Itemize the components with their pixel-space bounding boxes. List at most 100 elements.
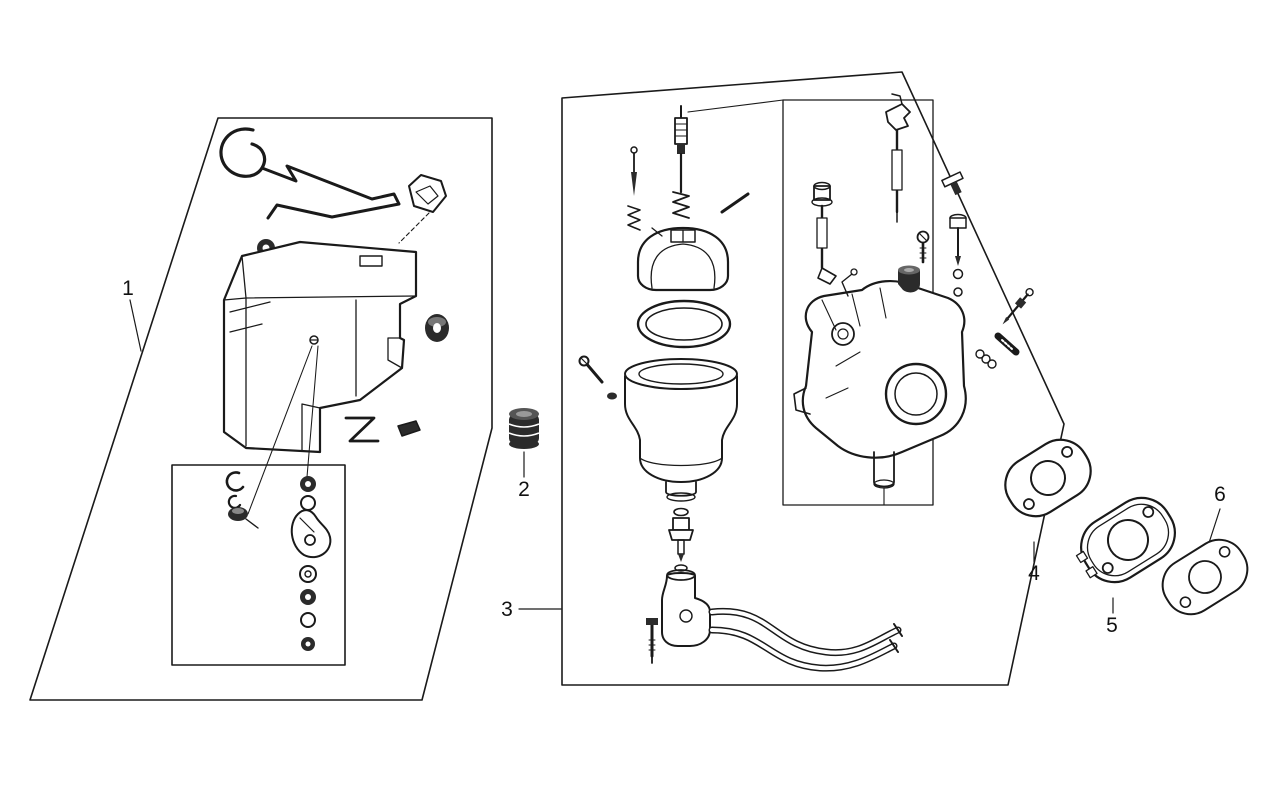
throttle-shaft [885, 93, 911, 223]
linkage-subassembly [225, 471, 332, 651]
insulator-5 [1075, 496, 1176, 584]
float-outline [636, 226, 730, 292]
carb-bore-inner [894, 372, 938, 416]
fuel-tubes [708, 607, 903, 672]
housing-to-stack-line [306, 345, 319, 478]
bowl-foot-rim [666, 492, 696, 502]
part-1-air-cleaner-group [219, 127, 449, 651]
needle-body [674, 117, 688, 145]
needle-to-box-connector-line [687, 99, 784, 113]
fuel-joint-assembly [646, 569, 711, 664]
carb-body-ribs [821, 287, 887, 399]
grommet-top [428, 317, 446, 327]
screw-shaft [583, 360, 604, 384]
spring-coil-3 [987, 359, 997, 369]
hook-wire-arm [260, 164, 401, 220]
jet-needle-shaft [1006, 293, 1029, 320]
part-label-1: 1 [122, 277, 134, 300]
part-3-carburetor-center-column [578, 105, 903, 672]
gasket-6-outline [1161, 538, 1249, 616]
fuel-tube-upper-core [710, 609, 900, 655]
float-hinge-lines [651, 227, 684, 243]
part-label-4: 4 [1028, 562, 1040, 585]
t-fitting [941, 171, 964, 196]
carb-bottom-stub [873, 451, 895, 488]
bushing-ridges [508, 423, 540, 437]
c-clip-small [227, 494, 242, 509]
insulator-5-center-hole [1107, 519, 1149, 561]
air-cleaner-housing [222, 240, 418, 515]
part-3-carburetor-body-group [793, 93, 1034, 506]
insulator-5-bolt-hole-right [1142, 506, 1155, 518]
gasket-6-bolt-hole-left [1179, 596, 1192, 609]
lever-detail-line [299, 517, 315, 533]
slow-jet-ridges [1001, 339, 1013, 350]
washer-ring-2 [299, 565, 317, 583]
oring-inner [645, 307, 723, 341]
small-washer-upper [952, 268, 964, 280]
screw-slot [580, 357, 588, 365]
t-fitting-stem [950, 181, 962, 196]
jet-cap [672, 517, 690, 531]
slow-jet [994, 332, 1020, 356]
choke-plate [816, 217, 828, 249]
elbow-bore [904, 268, 914, 272]
float [636, 226, 730, 292]
bushing-bore [516, 411, 532, 417]
choke-lever-cam [290, 509, 332, 559]
carb-top-link-eye [850, 268, 858, 276]
needle-ribs [674, 123, 688, 137]
jet-needle-collar [1014, 297, 1027, 309]
washer-dark-2-hole [305, 594, 311, 600]
float-pivot-pin [720, 192, 750, 214]
carb-bore-outer [884, 362, 948, 426]
bowl-gasket-oring [636, 299, 732, 349]
choke-shaft [811, 181, 837, 285]
elbow-fitting [898, 265, 920, 293]
choke-shaft-cap-top [813, 181, 831, 191]
carb-top-link [841, 273, 853, 297]
pilot-needle-assembly [627, 146, 641, 231]
spring-coil-1 [975, 349, 985, 359]
screw-washer [607, 392, 617, 400]
spring-coil-2 [981, 354, 991, 364]
gasket-4-center-hole [1030, 460, 1066, 496]
jet-needle [1002, 288, 1034, 325]
bushing-body [509, 414, 539, 444]
gasket-6-bolt-hole-right [1218, 545, 1231, 558]
main-needle-assembly [672, 105, 690, 219]
elbow-body [898, 270, 920, 293]
small-clamp-clip [397, 420, 421, 437]
lever-pivot-hole [304, 534, 316, 546]
fuel-tube-end-cuts [889, 623, 903, 653]
leader-line-1 [129, 299, 142, 352]
pilot-needle-spring [627, 205, 641, 231]
jet-oring-2 [674, 564, 688, 572]
bowl-foot [665, 481, 697, 497]
grommet-hole [433, 323, 441, 333]
part-number-labels: 1 2 3 4 5 6 [122, 277, 1226, 637]
gasket-stack-group [1004, 438, 1249, 616]
insulator-5-tab-upper [1075, 550, 1089, 564]
choke-lever [817, 267, 837, 285]
float-inner-curves [650, 243, 716, 289]
small-spring [975, 349, 997, 369]
c-clip-large [225, 471, 245, 492]
joint-bolt-threads [648, 639, 656, 651]
hook-wire-loop [219, 127, 267, 178]
fuel-tube-lower-core [710, 628, 896, 671]
gasket-4-outline [1004, 438, 1092, 518]
z-wire-clip [344, 416, 380, 443]
washer-ring-3 [300, 612, 316, 628]
insulator-5-bolt-hole-left [1101, 562, 1114, 574]
part-label-2: 2 [518, 478, 530, 501]
small-washer-lower [953, 287, 963, 297]
part-2-grommet-bushing [508, 408, 540, 449]
fuel-joint-flange [666, 569, 696, 581]
part-label-6: 6 [1214, 483, 1226, 506]
float-bowl-cup [624, 358, 738, 502]
bracket-outline [408, 174, 447, 213]
insulator-5-tab-lower [1085, 566, 1098, 579]
